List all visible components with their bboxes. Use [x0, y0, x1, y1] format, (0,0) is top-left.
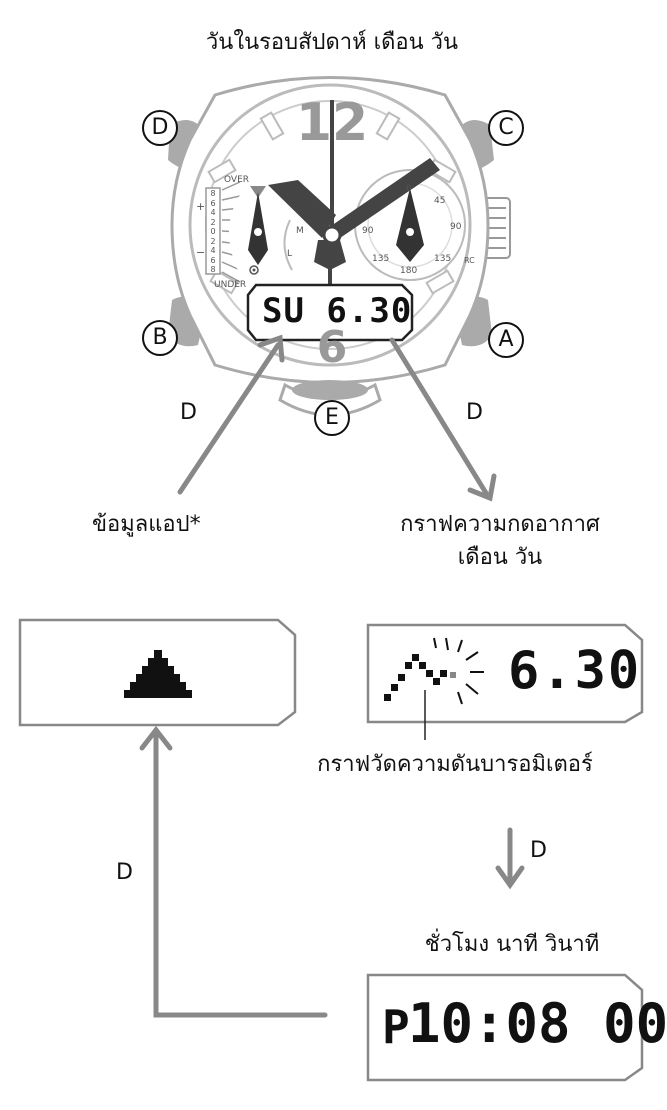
subdial-m: M: [296, 226, 304, 236]
watch-hands: [268, 100, 440, 285]
scale-minus: −: [196, 246, 206, 259]
screen-pressure-date: 6.30: [508, 641, 642, 701]
subdial-num: 0: [406, 184, 412, 194]
subdial-num: 45: [434, 196, 446, 206]
scale-numbers: 8 6 4 2 0 2 4 6 8: [208, 189, 218, 275]
label-pressure-graph-1: กราฟความกดอากาศ: [400, 512, 600, 537]
scale-number: 0: [210, 227, 216, 236]
label-app-info: ข้อมูลแอป*: [92, 512, 201, 537]
label-barometer-graph: กราฟวัดความดันบารอมิเตอร์: [317, 752, 593, 777]
lcd-text: SU 6.30: [262, 291, 413, 331]
scale-number: 8: [210, 189, 216, 198]
subdial-rc: RC: [464, 256, 475, 265]
screen-time: [366, 973, 644, 1082]
scale-number: 6: [210, 255, 216, 265]
arrow-time-to-app: [139, 725, 328, 1018]
arrow-graph-to-time: [495, 827, 525, 890]
screen-app-info: [18, 618, 297, 727]
arrow-label-d-down: D: [530, 838, 547, 863]
watch-lcd: [246, 283, 414, 342]
hour-markers: [207, 111, 457, 295]
scale-under: UNDER: [214, 280, 247, 290]
dial-12: 12: [295, 93, 369, 153]
subdial-l: L: [287, 249, 293, 259]
screen-time-digits: 10:08 00: [408, 992, 667, 1055]
subdial-num: 90: [362, 226, 374, 236]
scale-number: 2: [210, 236, 216, 246]
arrow-lcd-to-app: [177, 334, 285, 495]
subdial-num: 135: [434, 254, 452, 264]
button-d[interactable]: D: [142, 110, 178, 146]
screen-time-p: P: [382, 1000, 412, 1054]
arrow-label-d-right: D: [466, 400, 483, 425]
button-b[interactable]: B: [142, 320, 178, 356]
scale-number: 2: [210, 217, 216, 227]
arrow-lcd-to-graph: [389, 337, 497, 502]
scale-number: 8: [210, 265, 216, 274]
scale-number: 6: [210, 198, 216, 208]
top-title: วันในรอบสัปดาห์ เดือน วัน: [205, 30, 459, 55]
button-e[interactable]: E: [314, 400, 350, 436]
scale-number: 4: [210, 208, 216, 217]
subdial-num: 135: [372, 254, 390, 264]
dial-6: 6: [316, 322, 348, 373]
label-time: ชั่วโมง นาที วินาที: [424, 932, 600, 957]
arrow-label-d-up: D: [116, 860, 133, 885]
label-pressure-graph-2: เดือน วัน: [457, 545, 543, 570]
scale-number: 4: [210, 246, 216, 255]
arrow-label-d-left: D: [180, 400, 197, 425]
left-subdial: [229, 192, 293, 275]
scale-over: OVER: [224, 175, 250, 185]
subdial-num: 180: [400, 266, 418, 276]
subdial-num: 90: [450, 222, 462, 232]
scale-plus: +: [196, 200, 206, 213]
button-a[interactable]: A: [488, 322, 524, 358]
button-c[interactable]: C: [488, 110, 524, 146]
screen-barometer-graph: [366, 623, 644, 740]
